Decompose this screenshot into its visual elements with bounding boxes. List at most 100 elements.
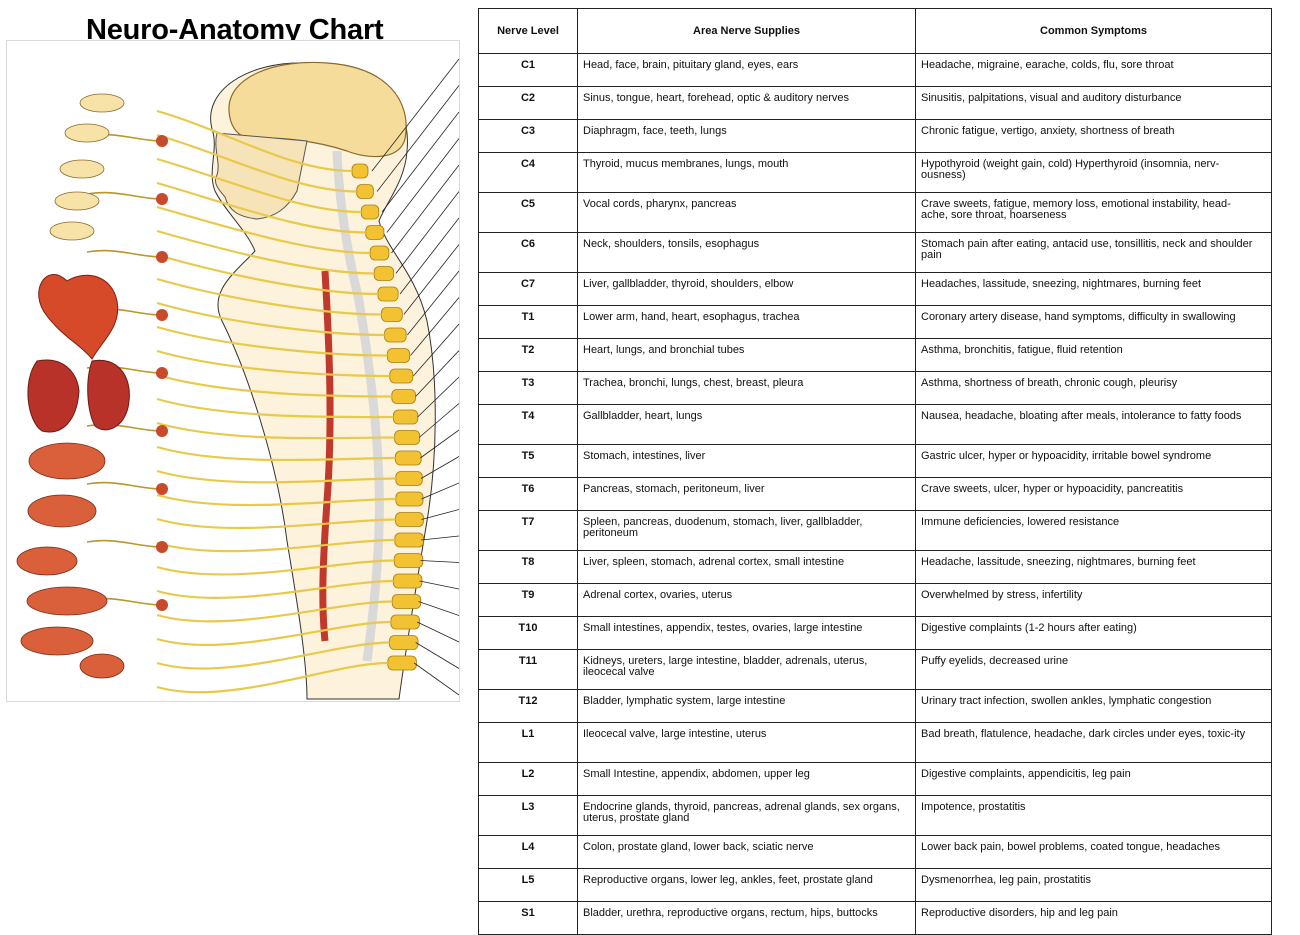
symptoms-cell: Lower back pain, bowel problems, coated … xyxy=(915,835,1272,869)
nerve-line xyxy=(156,517,396,530)
area-supplied-cell: Diaphragm, face, teeth, lungs xyxy=(577,119,916,153)
leader-line xyxy=(417,376,460,418)
symptoms-cell: Hypothyroid (weight gain, cold) Hyperthy… xyxy=(915,152,1272,193)
nerve-line xyxy=(156,445,396,462)
leader-line xyxy=(399,217,460,295)
nerve-level-cell: T9 xyxy=(478,583,578,617)
header-area-nerve-supplies: Area Nerve Supplies xyxy=(577,8,916,54)
symptoms-cell: Coronary artery disease, hand symptoms, … xyxy=(915,305,1272,339)
symptoms-cell: Reproductive disorders, hip and leg pain xyxy=(915,901,1272,935)
leader-line xyxy=(386,138,460,233)
nerve-line xyxy=(86,249,163,258)
leader-line xyxy=(418,601,460,616)
leader-line xyxy=(410,297,460,356)
ganglion xyxy=(156,541,168,553)
leader-line xyxy=(419,580,460,590)
area-supplied-cell: Stomach, intestines, liver xyxy=(577,444,916,478)
nerve-level-cell: C2 xyxy=(478,86,578,120)
gland-organ xyxy=(54,191,100,211)
nerve-level-cell: T12 xyxy=(478,689,578,723)
leader-line xyxy=(420,429,460,459)
ganglion xyxy=(156,483,168,495)
digestive-organ xyxy=(16,546,78,576)
area-supplied-cell: Trachea, bronchi, lungs, chest, breast, … xyxy=(577,371,916,405)
nerve-level-cell: L5 xyxy=(478,868,578,902)
vertebra xyxy=(395,471,423,486)
nerve-level-cell: T11 xyxy=(478,649,578,690)
nerve-level-cell: L4 xyxy=(478,835,578,869)
vertebra xyxy=(391,594,422,609)
nerve-level-cell: T1 xyxy=(478,305,578,339)
leader-line xyxy=(421,509,460,520)
area-supplied-cell: Liver, spleen, stomach, adrenal cortex, … xyxy=(577,550,916,584)
vertebra xyxy=(390,614,420,630)
nerve-line xyxy=(156,373,392,398)
nerve-level-cell: L2 xyxy=(478,762,578,796)
symptoms-cell: Headache, migraine, earache, colds, flu,… xyxy=(915,53,1272,87)
nerve-line xyxy=(156,579,394,599)
symptoms-cell: Asthma, bronchitis, fatigue, fluid reten… xyxy=(915,338,1272,372)
area-supplied-cell: Reproductive organs, lower leg, ankles, … xyxy=(577,868,916,902)
nerve-line xyxy=(156,205,371,255)
header-common-symptoms: Common Symptoms xyxy=(915,8,1272,54)
ganglion xyxy=(156,135,168,147)
vertebra xyxy=(381,307,403,322)
aorta xyxy=(319,270,334,642)
nerve-level-cell: C3 xyxy=(478,119,578,153)
digestive-organ xyxy=(20,626,94,656)
symptoms-cell: Puffy eyelids, decreased urine xyxy=(915,649,1272,690)
leader-line xyxy=(403,244,460,315)
nerve-level-cell: T7 xyxy=(478,510,578,551)
ganglion xyxy=(156,309,168,321)
nerve-line xyxy=(156,157,362,214)
symptoms-cell: Gastric ulcer, hyper or hypoacidity, irr… xyxy=(915,444,1272,478)
lung-left xyxy=(27,359,80,433)
nerve-level-cell: C1 xyxy=(478,53,578,87)
area-supplied-cell: Gallbladder, heart, lungs xyxy=(577,404,916,445)
vertebra xyxy=(394,430,421,445)
digestive-organ xyxy=(26,586,108,616)
leader-line xyxy=(371,58,460,172)
symptoms-cell: Digestive complaints (1-2 hours after ea… xyxy=(915,616,1272,650)
area-supplied-cell: Bladder, lymphatic system, large intesti… xyxy=(577,689,916,723)
nerve-line xyxy=(156,109,352,173)
nerve-level-cell: C4 xyxy=(478,152,578,193)
vertebra xyxy=(351,163,369,179)
area-supplied-cell: Colon, prostate gland, lower back, sciat… xyxy=(577,835,916,869)
nerve-line xyxy=(86,539,163,548)
vertebra xyxy=(393,553,424,568)
leader-line xyxy=(395,191,460,274)
area-supplied-cell: Small intestines, appendix, testes, ovar… xyxy=(577,616,916,650)
nerve-level-cell: S1 xyxy=(478,901,578,935)
nerve-line xyxy=(156,469,396,484)
area-supplied-cell: Liver, gallbladder, thyroid, shoulders, … xyxy=(577,272,916,306)
neuro-anatomy-illustration xyxy=(6,40,460,702)
nerve-line xyxy=(156,277,382,316)
area-supplied-cell: Sinus, tongue, heart, forehead, optic & … xyxy=(577,86,916,120)
nerve-level-cell: C7 xyxy=(478,272,578,306)
symptoms-cell: Crave sweets, fatigue, memory loss, emot… xyxy=(915,192,1272,233)
nerve-line xyxy=(156,661,388,694)
nerve-lines-group xyxy=(86,109,396,694)
nerve-line xyxy=(156,325,388,357)
vertebra xyxy=(377,286,399,302)
heart-organ xyxy=(38,274,119,360)
nerve-level-cell: T5 xyxy=(478,444,578,478)
leader-line xyxy=(421,535,460,541)
area-supplied-cell: Pancreas, stomach, peritoneum, liver xyxy=(577,477,916,511)
area-supplied-cell: Neck, shoulders, tonsils, esophagus xyxy=(577,232,916,273)
vertebra xyxy=(394,532,424,548)
